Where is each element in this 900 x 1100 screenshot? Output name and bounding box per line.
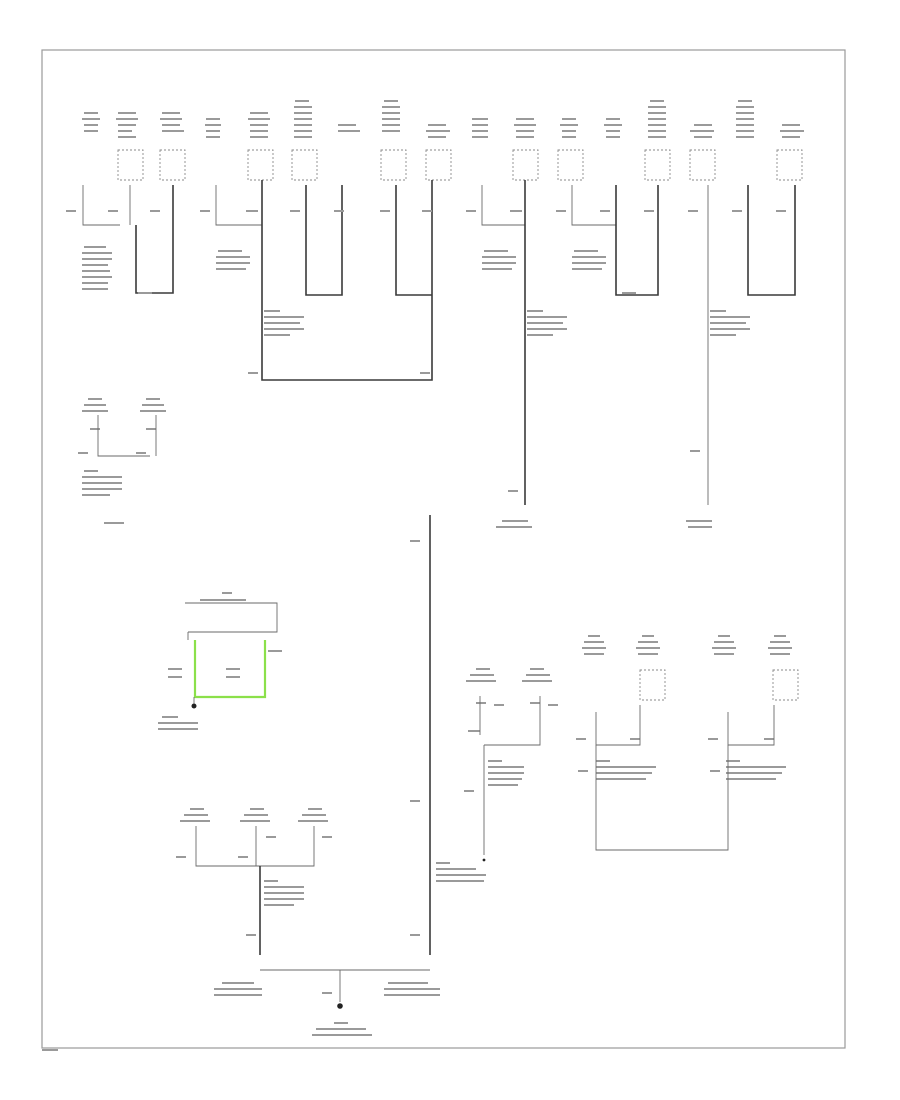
- connector-box: [776, 149, 803, 181]
- bottom-ground: [214, 969, 440, 1036]
- top-component-row: [82, 100, 804, 181]
- connector-box: [557, 149, 584, 181]
- page-number-mark: [42, 1049, 58, 1051]
- trailer-connectors-left: [78, 398, 166, 524]
- connector-box: [117, 149, 144, 181]
- connector-box: [644, 149, 671, 181]
- connector-box: [512, 149, 539, 181]
- diagram-frame: [41, 49, 846, 1049]
- label-marks: [82, 100, 804, 138]
- connector-box: [247, 149, 274, 181]
- connector-box: [159, 149, 186, 181]
- top-wiring: [66, 180, 796, 528]
- connector-box: [689, 149, 716, 181]
- green-loop-circuit: [158, 592, 282, 730]
- trailer-connectors-middle: [464, 668, 558, 862]
- connector-box: [380, 149, 407, 181]
- connector-boxes-top: [117, 149, 803, 181]
- connector-box: [291, 149, 318, 181]
- combination-lamps: [576, 635, 799, 851]
- trailer-connectors-bottom: [176, 808, 332, 955]
- connector-box: [425, 149, 452, 181]
- ground-label-marks: [82, 246, 750, 528]
- center-trunk: [410, 515, 486, 955]
